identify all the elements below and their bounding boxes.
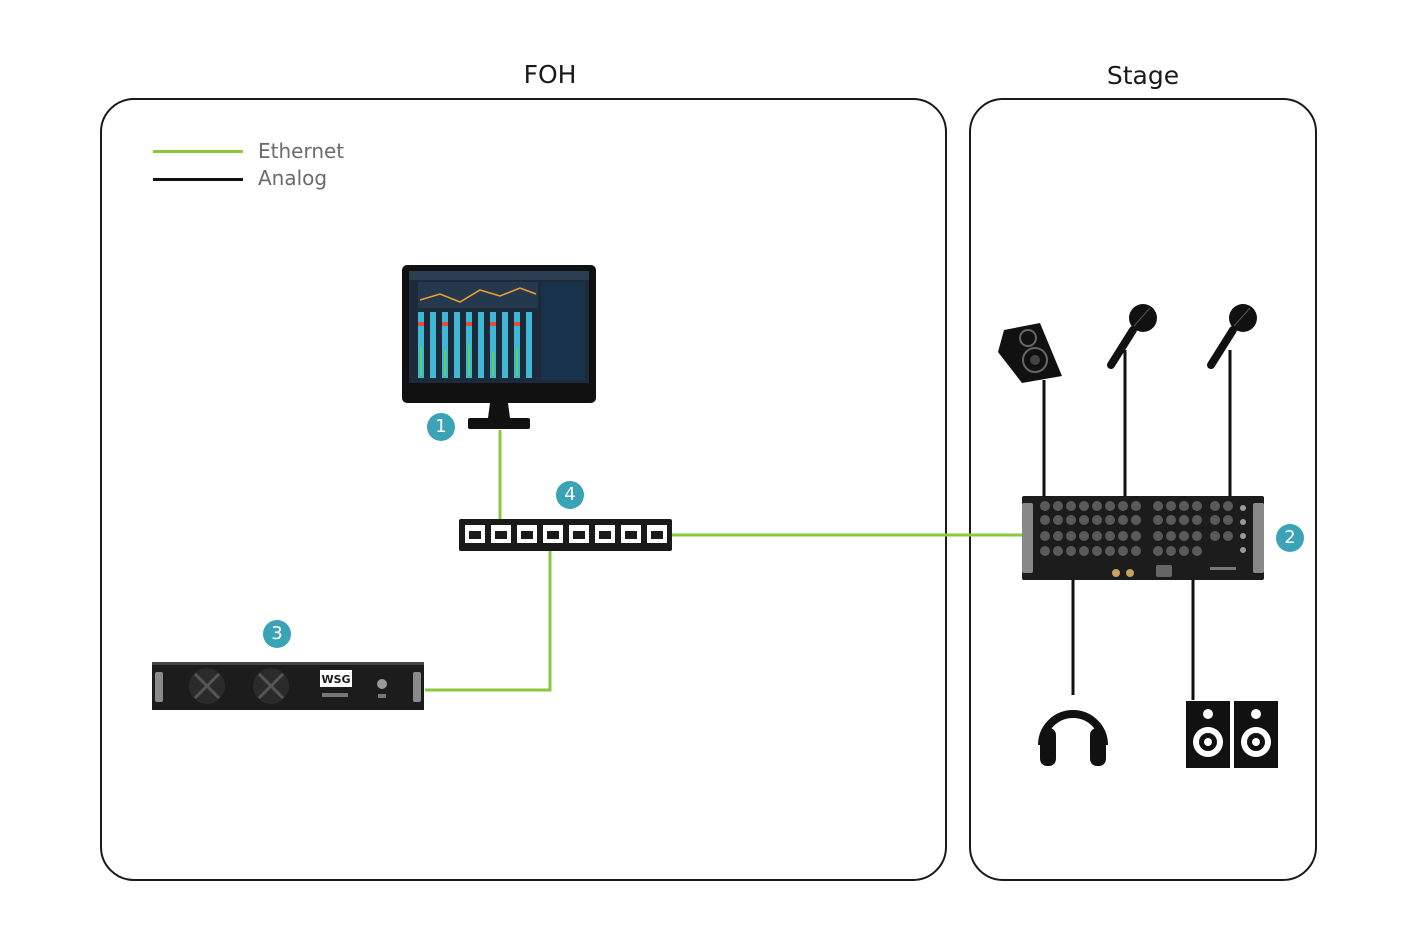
wedge-monitor-speaker-icon — [998, 323, 1062, 383]
foh-title: FOH — [523, 60, 577, 89]
stage-title: Stage — [1106, 61, 1180, 90]
server-rack-icon: WSG — [152, 662, 424, 710]
server-logo-text: WSG — [321, 673, 350, 686]
stage-io-rack-icon — [1022, 496, 1264, 580]
microphone-icon — [1207, 304, 1257, 369]
cable-switch-server — [425, 550, 552, 692]
monitor-icon — [402, 265, 596, 429]
badge-server: 3 — [263, 620, 291, 648]
badge-workstation: 1 — [427, 413, 455, 441]
legend-ethernet-line — [153, 150, 243, 153]
headphones-icon — [1038, 710, 1108, 766]
analog-cables — [1042, 350, 1232, 700]
stage-zone — [969, 98, 1317, 881]
legend-analog-line — [153, 178, 243, 181]
microphone-icon — [1107, 304, 1157, 369]
studio-speakers-icon — [1186, 701, 1278, 768]
network-switch-icon — [459, 519, 672, 551]
legend-analog-label: Analog — [258, 166, 328, 190]
ethernet-cables — [425, 430, 1022, 692]
legend-ethernet-label: Ethernet — [258, 139, 345, 163]
badge-switch: 4 — [556, 481, 584, 509]
foh-zone — [100, 98, 947, 881]
badge-stagebox: 2 — [1276, 524, 1304, 552]
